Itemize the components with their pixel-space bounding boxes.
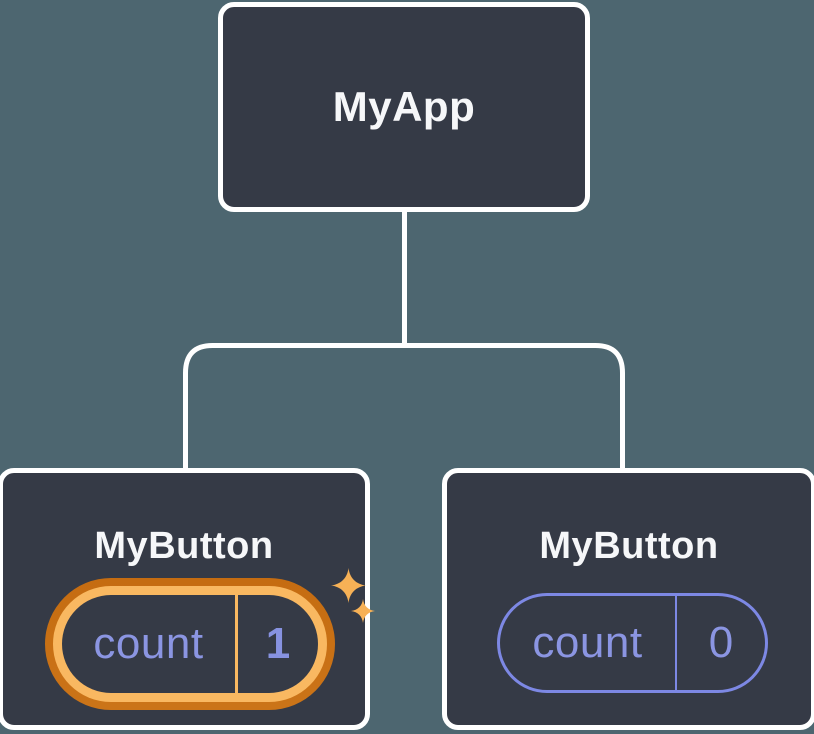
sparkle-icon-large — [331, 568, 366, 603]
state-key: count — [93, 619, 204, 668]
state-value: 1 — [265, 619, 291, 668]
state-pill-plain: count 0 — [497, 593, 768, 693]
state-pill-highlighted: count 1 — [45, 578, 335, 710]
state-value: 0 — [708, 618, 734, 667]
node-mybutton-right: MyButton count 0 — [442, 468, 814, 730]
state-pill-divider — [675, 596, 677, 690]
node-myapp-label: MyApp — [332, 83, 476, 130]
state-pill-highlight-ring: count 1 — [53, 586, 327, 702]
sparkle-icon-small — [351, 599, 375, 623]
node-mybutton-right-label: MyButton — [539, 525, 719, 567]
node-myapp: MyApp — [218, 2, 590, 212]
connector-branch — [183, 343, 625, 468]
node-mybutton-left-label: MyButton — [94, 525, 274, 567]
state-key: count — [532, 618, 643, 667]
node-mybutton-left: MyButton count 1 — [0, 468, 375, 730]
state-pill-divider — [235, 595, 238, 693]
